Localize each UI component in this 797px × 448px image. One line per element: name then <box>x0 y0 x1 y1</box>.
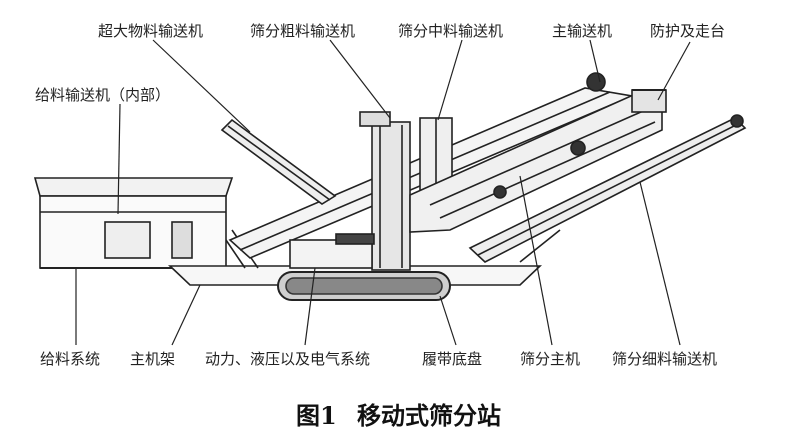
label-feed-system: 给料系统 <box>40 350 101 368</box>
fine-conveyor <box>468 114 747 263</box>
feed-hopper <box>33 177 234 269</box>
label-feeder-conveyor: 给料输送机（内部） <box>35 86 171 104</box>
guard-platform <box>631 89 667 113</box>
label-screen-main: 筛分主机 <box>520 350 581 368</box>
leader-lines <box>75 39 691 346</box>
label-main-frame: 主机架 <box>130 350 176 368</box>
label-fine-conveyor: 筛分细料输送机 <box>612 350 718 368</box>
label-coarse-conveyor: 筛分粗料输送机 <box>250 22 356 40</box>
figure-caption: 图1 移动式筛分站 <box>0 396 797 431</box>
crawler-track <box>277 271 451 301</box>
screen-body <box>409 91 663 233</box>
label-medium-conveyor: 筛分中料输送机 <box>398 22 504 40</box>
label-guard-platform: 防护及走台 <box>650 22 726 40</box>
label-oversize-conveyor: 超大物料输送机 <box>98 22 204 40</box>
oversize-conveyor <box>220 118 337 205</box>
caption-number: 图1 <box>295 401 337 430</box>
label-crawler-chassis: 履带底盘 <box>422 350 483 368</box>
label-power-system: 动力、液压以及电气系统 <box>205 350 371 368</box>
label-main-conveyor: 主输送机 <box>552 22 613 40</box>
caption-title: 移动式筛分站 <box>357 401 502 430</box>
power-pack <box>289 233 375 269</box>
